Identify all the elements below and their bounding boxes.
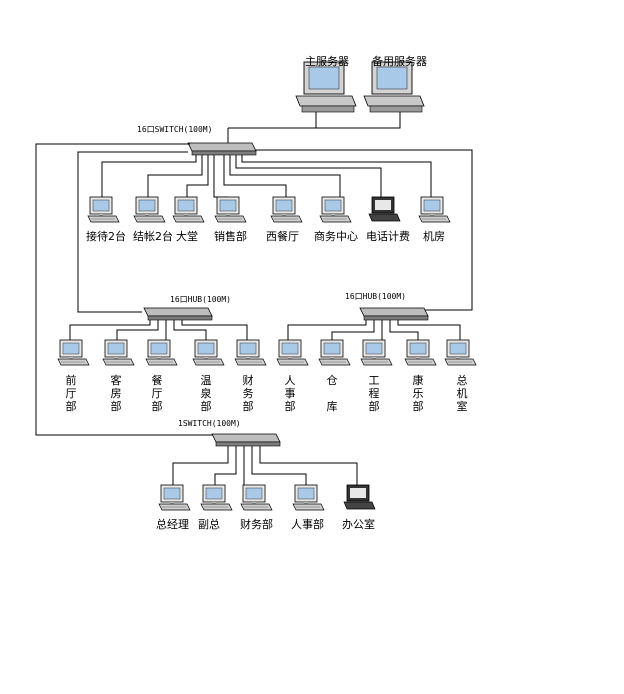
row2-node-label: 前厅部 <box>66 373 77 413</box>
left-hub-label: 16口HUB(100M) <box>170 295 231 304</box>
main-server-link <box>228 112 317 129</box>
row3-wiring <box>172 446 358 489</box>
bottom-switch-label: 1SWITCH(100M) <box>178 419 241 428</box>
left-hub-icon <box>143 307 213 321</box>
node-western-restaurant: 西餐厅 <box>266 229 299 243</box>
row3-computers <box>158 484 376 511</box>
backup-server-link <box>316 112 401 129</box>
row2-node-label: 温泉部 <box>201 374 212 413</box>
row2-computers <box>57 339 477 366</box>
row2-node-label: 客房部 <box>111 373 122 413</box>
node-machine-room: 机房 <box>423 229 445 243</box>
backbone-left-link <box>35 143 225 436</box>
row2-left-wiring <box>69 320 248 343</box>
row2-node-label: 仓 库 <box>327 373 338 413</box>
bottom-switch-icon <box>211 433 281 447</box>
main-server-label: 主服务器 <box>305 55 349 68</box>
node-sales: 销售部 <box>214 229 247 243</box>
node-phone-billing: 电话计费 <box>366 230 410 243</box>
row2-node-label: 工程部 <box>369 374 380 413</box>
row2-node-label: 康乐部 <box>413 373 424 413</box>
row2-node-label: 总机室 <box>457 373 468 413</box>
node-finance-office: 财务部 <box>240 517 273 531</box>
node-checkout: 结帐2台 <box>133 229 173 243</box>
right-hub-label: 16口HUB(100M) <box>345 292 406 301</box>
right-hub-link <box>256 149 473 311</box>
row2-node-label: 财务部 <box>243 373 254 413</box>
node-lobby: 大堂 <box>176 229 198 243</box>
node-hr-office: 人事部 <box>291 517 324 531</box>
node-reception: 接待2台 <box>86 229 126 243</box>
backup-server <box>363 61 425 113</box>
row2-labels: 前厅部 客房部 餐厅部 温泉部 财务部 人事部 仓 库 工程部 康乐部 总机室 <box>66 373 468 413</box>
right-hub-icon <box>359 307 429 321</box>
row1-computers <box>87 196 451 223</box>
node-business-center: 商务中心 <box>314 229 358 243</box>
row1-wiring <box>101 155 432 198</box>
left-hub-link <box>77 151 188 313</box>
row2-right-wiring <box>287 320 461 343</box>
node-deputy-manager: 副总 <box>198 517 220 531</box>
row2-node-label: 人事部 <box>285 374 296 413</box>
row1-labels: 接待2台 结帐2台 大堂 销售部 西餐厅 商务中心 电话计费 机房 <box>86 229 445 243</box>
main-switch-label: 16口SWITCH(100M) <box>137 125 212 134</box>
main-server <box>295 61 357 113</box>
node-general-manager: 总经理 <box>156 517 189 531</box>
node-office: 办公室 <box>342 517 375 531</box>
row2-node-label: 餐厅部 <box>152 373 163 413</box>
main-switch-icon <box>187 142 257 156</box>
row3-labels: 总经理 副总 财务部 人事部 办公室 <box>156 517 375 531</box>
backup-server-label: 备用服务器 <box>372 54 427 68</box>
